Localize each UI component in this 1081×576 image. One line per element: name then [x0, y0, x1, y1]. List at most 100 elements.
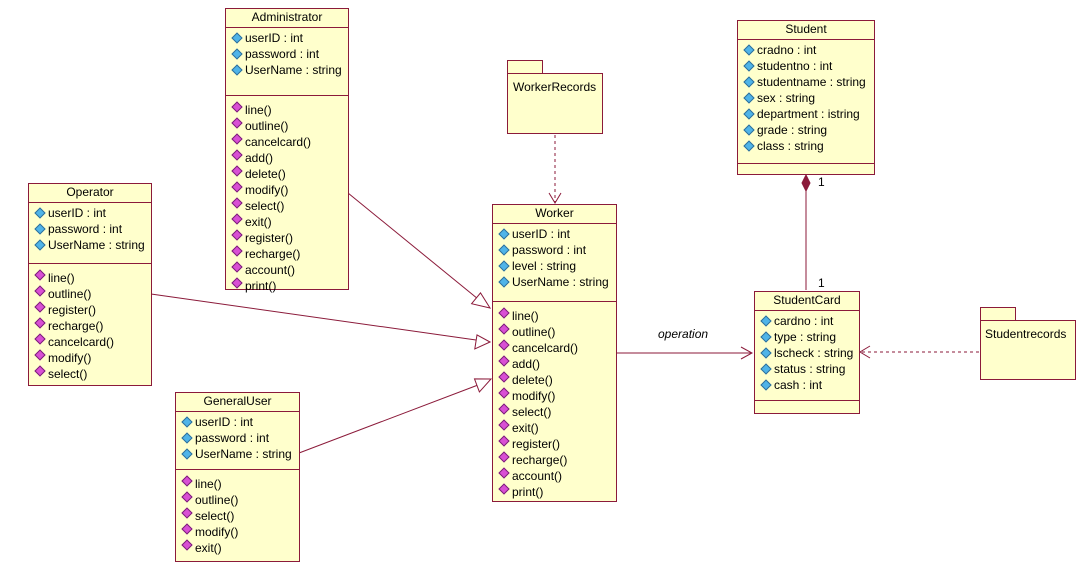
- attribute-text: userID : int: [48, 206, 107, 220]
- generalization-generaluser-worker[interactable]: [298, 384, 479, 454]
- operation-text: print(): [245, 279, 277, 293]
- operation-icon: [231, 197, 243, 209]
- package-workerrecords[interactable]: WorkerRecords: [507, 60, 603, 135]
- operation-icon: [34, 333, 46, 345]
- operation-icon: [231, 229, 243, 241]
- operation-text: recharge(): [48, 319, 104, 333]
- operation-text: outline(): [48, 287, 92, 301]
- operation-row: modify(): [34, 349, 151, 366]
- operation-row: cancelcard(): [498, 339, 616, 356]
- operation-row: delete(): [498, 371, 616, 388]
- operation-text: add(): [245, 151, 274, 165]
- attribute-icon: [181, 432, 193, 444]
- operation-compartment: line()outline()cancelcard()add()delete()…: [226, 96, 348, 294]
- dependency-arrowhead-workerrecords: [548, 192, 562, 204]
- attribute-row: level : string: [498, 258, 616, 274]
- operation-icon: [34, 349, 46, 361]
- attribute-row: userID : int: [34, 205, 151, 221]
- operation-row: recharge(): [498, 451, 616, 468]
- generalization-operator-worker[interactable]: [150, 293, 477, 341]
- attribute-text: studentname : string: [757, 75, 866, 89]
- attribute-row: lscheck : string: [760, 345, 859, 361]
- operation-row: modify(): [181, 523, 299, 540]
- attribute-text: department : istring: [757, 107, 860, 121]
- attribute-text: UserName : string: [48, 238, 145, 252]
- class-name: GeneralUser: [176, 393, 299, 412]
- operation-icon: [181, 491, 193, 503]
- attribute-text: type : string: [774, 330, 837, 344]
- operation-row: exit(): [498, 419, 616, 436]
- operation-row: line(): [231, 101, 348, 118]
- association-label-operation: operation: [658, 327, 709, 341]
- class-name: Student: [738, 21, 874, 40]
- package-studentrecords[interactable]: Studentrecords: [980, 307, 1076, 380]
- operation-icon: [181, 507, 193, 519]
- attribute-icon: [743, 92, 755, 104]
- operation-row: register(): [34, 301, 151, 318]
- attribute-row: department : istring: [743, 106, 874, 122]
- attribute-text: userID : int: [195, 415, 254, 429]
- operation-row: modify(): [498, 387, 616, 404]
- operation-row: outline(): [181, 491, 299, 508]
- attribute-icon: [181, 448, 193, 460]
- attribute-text: userID : int: [512, 227, 571, 241]
- operation-text: outline(): [512, 325, 556, 339]
- operation-text: select(): [48, 367, 88, 381]
- attribute-row: userID : int: [231, 30, 348, 46]
- operation-icon: [498, 307, 510, 319]
- operation-row: line(): [34, 269, 151, 286]
- attribute-row: studentno : int: [743, 58, 874, 74]
- operation-text: exit(): [512, 421, 539, 435]
- multiplicity-student: 1: [818, 175, 825, 189]
- attribute-row: cradno : int: [743, 42, 874, 58]
- operation-icon: [34, 269, 46, 281]
- attribute-icon: [743, 140, 755, 152]
- operation-compartment: line()outline()cancelcard()add()delete()…: [493, 302, 616, 500]
- composition-diamond: [801, 173, 811, 193]
- operation-icon: [231, 277, 243, 289]
- operation-row: select(): [231, 197, 348, 214]
- operation-text: delete(): [512, 373, 553, 387]
- operation-text: outline(): [195, 493, 239, 507]
- attribute-row: userID : int: [498, 226, 616, 242]
- operation-text: recharge(): [512, 453, 568, 467]
- operation-row: register(): [498, 435, 616, 452]
- operation-icon: [34, 317, 46, 329]
- attribute-icon: [34, 239, 46, 251]
- attribute-row: status : string: [760, 361, 859, 377]
- operation-text: account(): [512, 469, 563, 483]
- operation-icon: [498, 371, 510, 383]
- operation-icon: [498, 419, 510, 431]
- operation-icon: [231, 101, 243, 113]
- operation-row: print(): [231, 277, 348, 294]
- operation-row: account(): [231, 261, 348, 278]
- attribute-text: studentno : int: [757, 59, 833, 73]
- attribute-row: grade : string: [743, 122, 874, 138]
- attribute-icon: [34, 223, 46, 235]
- operation-icon: [231, 165, 243, 177]
- attribute-text: grade : string: [757, 123, 828, 137]
- class-name: Administrator: [226, 9, 348, 28]
- attribute-row: userID : int: [181, 414, 299, 430]
- operation-icon: [498, 323, 510, 335]
- operation-icon: [231, 213, 243, 225]
- attribute-row: cash : int: [760, 377, 859, 393]
- operation-compartment: [755, 401, 859, 407]
- operation-text: line(): [512, 309, 539, 323]
- attribute-text: password : int: [195, 431, 270, 445]
- package-tab: [507, 60, 543, 74]
- operation-text: cancelcard(): [48, 335, 115, 349]
- operation-row: add(): [231, 149, 348, 166]
- operation-text: select(): [195, 509, 235, 523]
- generalization-administrator-worker[interactable]: [347, 192, 479, 300]
- operation-text: modify(): [512, 389, 556, 403]
- operation-icon: [498, 451, 510, 463]
- operation-icon: [498, 387, 510, 399]
